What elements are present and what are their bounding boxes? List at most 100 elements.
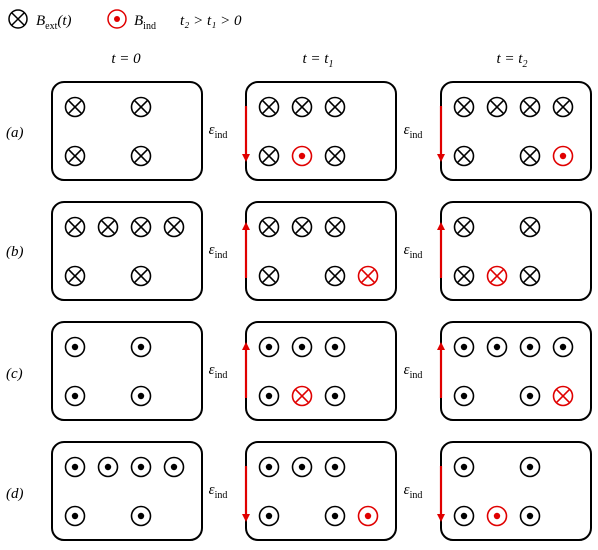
external-field-into-icon: [130, 96, 152, 118]
column-header-t2: t = t2: [497, 51, 528, 70]
induced-field-into-icon: [291, 385, 313, 407]
external-field-out-icon: [324, 456, 346, 478]
legend-time-relation: t₂ > t₁ > 0: [180, 13, 242, 29]
panel-b-col2: εind: [404, 201, 592, 301]
external-field-into-icon: [453, 265, 475, 287]
induced-field-out-icon: [486, 505, 508, 527]
induced-field-into-icon: [552, 385, 574, 407]
external-field-into-icon: [64, 265, 86, 287]
external-field-into-icon: [486, 96, 508, 118]
emf-label: εind: [209, 122, 228, 141]
external-field-into-icon: [163, 216, 185, 238]
emf-label: εind: [404, 482, 423, 501]
external-field-out-icon: [64, 456, 86, 478]
induced-field-out-icon: [291, 145, 313, 167]
legend-bext-label: Bext(t): [36, 13, 72, 32]
induced-field-into-icon: [357, 265, 379, 287]
external-field-out-icon: [258, 336, 280, 358]
external-field-out-icon: [519, 456, 541, 478]
panel-b-col1: εind: [209, 201, 397, 301]
emf-label: εind: [209, 362, 228, 381]
external-field-out-icon: [519, 505, 541, 527]
external-field-out-icon: [291, 336, 313, 358]
external-field-out-icon: [258, 456, 280, 478]
external-field-into-icon: [130, 216, 152, 238]
row-label-c: (c): [6, 366, 23, 382]
external-field-into-icon: [258, 216, 280, 238]
induced-field-out-icon: [357, 505, 379, 527]
external-field-into-icon: [97, 216, 119, 238]
loop-outline: [51, 441, 203, 541]
emf-label: εind: [404, 242, 423, 261]
external-field-into-icon: [519, 265, 541, 287]
panel-d-col2: εind: [404, 441, 592, 541]
legend-bext-symbol: [8, 9, 28, 29]
external-field-out-icon: [453, 505, 475, 527]
external-field-out-icon: [130, 336, 152, 358]
external-field-into-icon: [258, 145, 280, 167]
legend-bind-label: Bind: [134, 13, 156, 32]
row-label-a: (a): [6, 125, 24, 141]
panel-d-col0: [51, 441, 203, 541]
external-field-into-icon: [519, 96, 541, 118]
external-field-out-icon: [163, 456, 185, 478]
external-field-into-icon: [258, 96, 280, 118]
external-field-out-icon: [552, 336, 574, 358]
external-field-out-icon: [97, 456, 119, 478]
external-field-into-icon: [64, 145, 86, 167]
emf-label: εind: [209, 242, 228, 261]
loop-outline: [51, 201, 203, 301]
panel-a-col2: εind: [404, 81, 592, 181]
loop-outline: [51, 321, 203, 421]
external-field-into-icon: [130, 145, 152, 167]
external-field-out-icon: [519, 336, 541, 358]
external-field-out-icon: [64, 336, 86, 358]
column-header-t1: t = t1: [303, 51, 334, 70]
external-field-out-icon: [130, 505, 152, 527]
external-field-out-icon: [453, 456, 475, 478]
external-field-into-icon: [453, 216, 475, 238]
loop-outline: [51, 81, 203, 181]
emf-label: εind: [404, 122, 423, 141]
external-field-out-icon: [486, 336, 508, 358]
panel-d-col1: εind: [209, 441, 397, 541]
external-field-out-icon: [324, 385, 346, 407]
external-field-into-icon: [258, 265, 280, 287]
external-field-into-icon: [291, 96, 313, 118]
external-field-into-icon: [519, 216, 541, 238]
induced-field-out-icon: [552, 145, 574, 167]
panels: εind εind εind εind εind εind εind εind: [51, 81, 592, 541]
external-field-out-icon: [130, 385, 152, 407]
external-field-into-icon: [552, 96, 574, 118]
external-field-into-icon: [64, 216, 86, 238]
external-field-out-icon: [291, 456, 313, 478]
legend: Bext(t) Bind t₂ > t₁ > 0: [8, 9, 242, 32]
external-field-into-icon: [324, 145, 346, 167]
column-header-t0: t = 0: [111, 51, 141, 67]
external-field-out-icon: [519, 385, 541, 407]
row-label-d: (d): [6, 486, 24, 502]
external-field-out-icon: [130, 456, 152, 478]
panel-a-col1: εind: [209, 81, 397, 181]
external-field-out-icon: [453, 385, 475, 407]
external-field-into-icon: [453, 145, 475, 167]
legend-bind-symbol: [107, 9, 127, 29]
external-field-into-icon: [324, 265, 346, 287]
emf-label: εind: [404, 362, 423, 381]
external-field-out-icon: [64, 505, 86, 527]
panel-c-col2: εind: [404, 321, 592, 421]
external-field-into-icon: [519, 145, 541, 167]
external-field-out-icon: [324, 505, 346, 527]
external-field-out-icon: [258, 385, 280, 407]
row-label-b: (b): [6, 244, 24, 260]
external-field-into-icon: [453, 96, 475, 118]
external-field-into-icon: [291, 216, 313, 238]
external-field-out-icon: [64, 385, 86, 407]
external-field-into-icon: [324, 216, 346, 238]
external-field-out-icon: [453, 336, 475, 358]
panel-c-col1: εind: [209, 321, 397, 421]
panel-b-col0: [51, 201, 203, 301]
induced-field-into-icon: [486, 265, 508, 287]
external-field-into-icon: [64, 96, 86, 118]
